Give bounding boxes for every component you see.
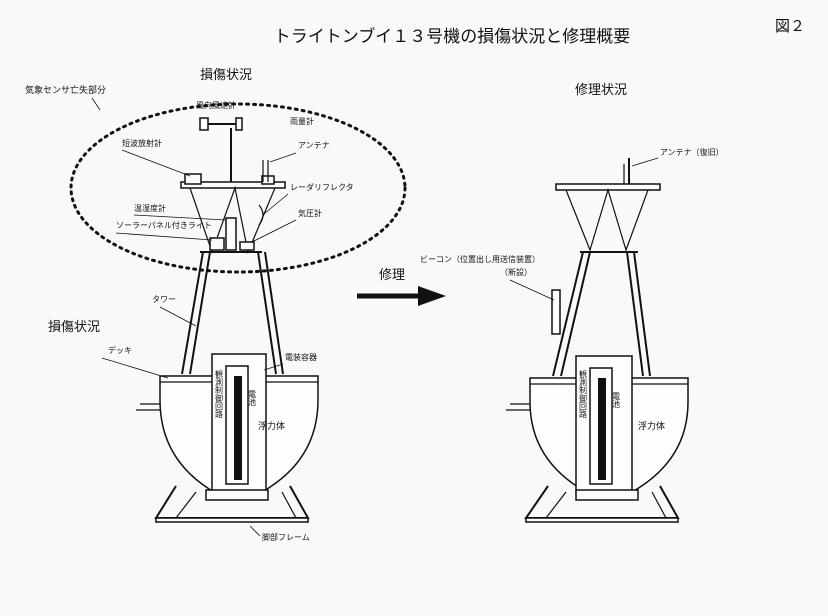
heading-damage-left: 損傷状況 — [48, 320, 100, 335]
repaired-buoy — [506, 158, 689, 523]
label-barometer: 気圧計 — [298, 208, 322, 218]
tower-upper-truss-repaired — [565, 187, 649, 252]
damaged-buoy — [69, 102, 407, 523]
label-deck: デッキ — [108, 345, 132, 355]
label-float-repaired: 浮力体 — [638, 420, 665, 432]
label-beacon: ビーコン（位置出し用送信装置） — [420, 254, 540, 264]
radiometer-icon — [184, 173, 202, 185]
label-observation-circuit-left: 観測制御回路 — [215, 369, 224, 418]
label-antenna-restored: アンテナ（復旧） — [660, 147, 724, 157]
label-antenna: アンテナ — [298, 141, 330, 150]
label-weather-sensor-lost: 気象センサ亡失部分 — [25, 84, 106, 96]
label-wind-sensor: 風向風速計 — [196, 100, 236, 110]
tower-leg-right-repaired — [626, 251, 644, 377]
temp-humidity-icon — [225, 217, 237, 251]
beacon-icon — [551, 289, 561, 335]
tower-leg-left-repaired — [552, 251, 584, 377]
battery-core — [234, 376, 242, 480]
page-title: トライトンブイ１３号機の損傷状況と修理概要 — [274, 26, 631, 47]
label-radar-reflector: レーダリフレクタ — [290, 182, 354, 192]
label-new-install: （新設） — [500, 267, 532, 277]
label-shortwave-radiometer: 短波放射計 — [122, 138, 162, 148]
radar-reflector-icon — [258, 204, 264, 226]
solar-light-icon — [209, 237, 225, 251]
battery-core-repaired — [598, 378, 606, 480]
top-platform — [180, 181, 286, 189]
label-float: 浮力体 — [258, 420, 285, 432]
heading-repair: 修理状況 — [575, 83, 627, 98]
label-battery-left: 電池 — [248, 390, 257, 406]
figure-label: 図２ — [775, 17, 805, 35]
label-rain-gauge: 雨量計 — [290, 116, 314, 126]
label-leg-frame: 脚部フレーム — [262, 532, 310, 542]
barometer-icon — [239, 241, 255, 251]
tower-upper-truss — [189, 185, 276, 255]
label-temp-humidity: 温湿度計 — [134, 203, 166, 213]
repair-arrow — [357, 286, 446, 306]
label-tower: タワー — [152, 295, 176, 304]
lost-area-ellipse — [69, 102, 407, 274]
label-electrical-box: 電装容器 — [285, 352, 317, 362]
tower-leg-right — [257, 251, 277, 375]
heading-damage-top: 損傷状況 — [200, 68, 252, 83]
tower-leg-left — [181, 251, 204, 375]
label-solar-light: ソーラーパネル付きライト — [116, 220, 212, 230]
wind-sensor-icon — [199, 117, 209, 131]
label-repair-arrow: 修理 — [379, 268, 405, 283]
label-battery-right: 電池 — [612, 392, 621, 408]
label-observation-circuit-right: 観測制御回路 — [579, 369, 588, 418]
